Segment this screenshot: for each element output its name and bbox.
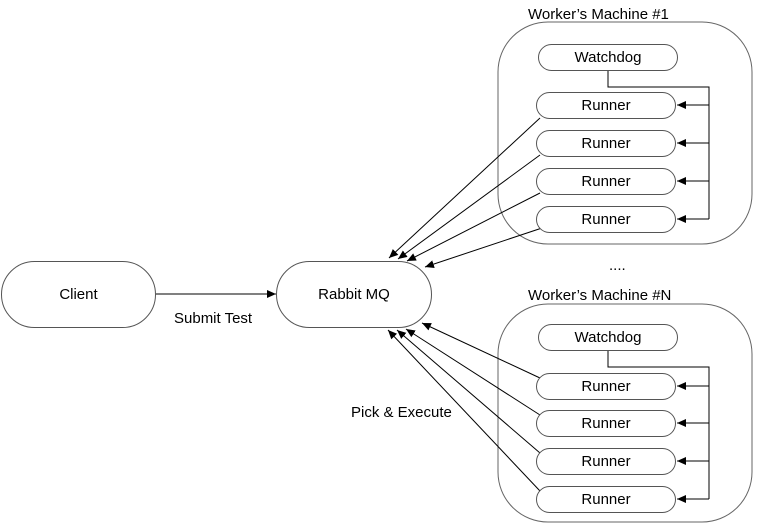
watchdog-bus-1 [607, 70, 710, 219]
runner-node: Runner [536, 206, 676, 233]
runner-to-mq-arrow [397, 154, 541, 260]
machine-n-title: Worker’s Machine #N [528, 287, 672, 304]
runner-to-mq-arrow [396, 329, 541, 454]
runner-node: Runner [536, 92, 676, 119]
ellipsis-label: .... [609, 257, 626, 274]
runner-to-mq-arrow [387, 329, 541, 492]
watchdog-bus-n [607, 350, 710, 499]
rabbit-mq-node: Rabbit MQ [276, 261, 432, 328]
runner-node: Runner [536, 448, 676, 475]
runner-to-mq-arrow [406, 192, 541, 262]
runner-node: Runner [536, 373, 676, 400]
runner-to-mq-arrow [388, 117, 541, 259]
machine-1-container [497, 21, 753, 245]
runner-to-mq-arrow [405, 328, 541, 416]
watchdog-node: Watchdog [538, 324, 678, 351]
machine-n-container [497, 303, 753, 523]
runner-to-mq-arrow [421, 322, 541, 379]
runner-node: Runner [536, 130, 676, 157]
runner-node: Runner [536, 486, 676, 513]
runner-node: Runner [536, 410, 676, 437]
pick-execute-label: Pick & Execute [351, 404, 452, 421]
submit-test-label: Submit Test [174, 310, 253, 327]
watchdog-node: Watchdog [538, 44, 678, 71]
machine-1-title: Worker’s Machine #1 [528, 6, 669, 23]
client-node: Client [1, 261, 156, 328]
runner-node: Runner [536, 168, 676, 195]
runner-to-mq-arrow [424, 227, 543, 268]
